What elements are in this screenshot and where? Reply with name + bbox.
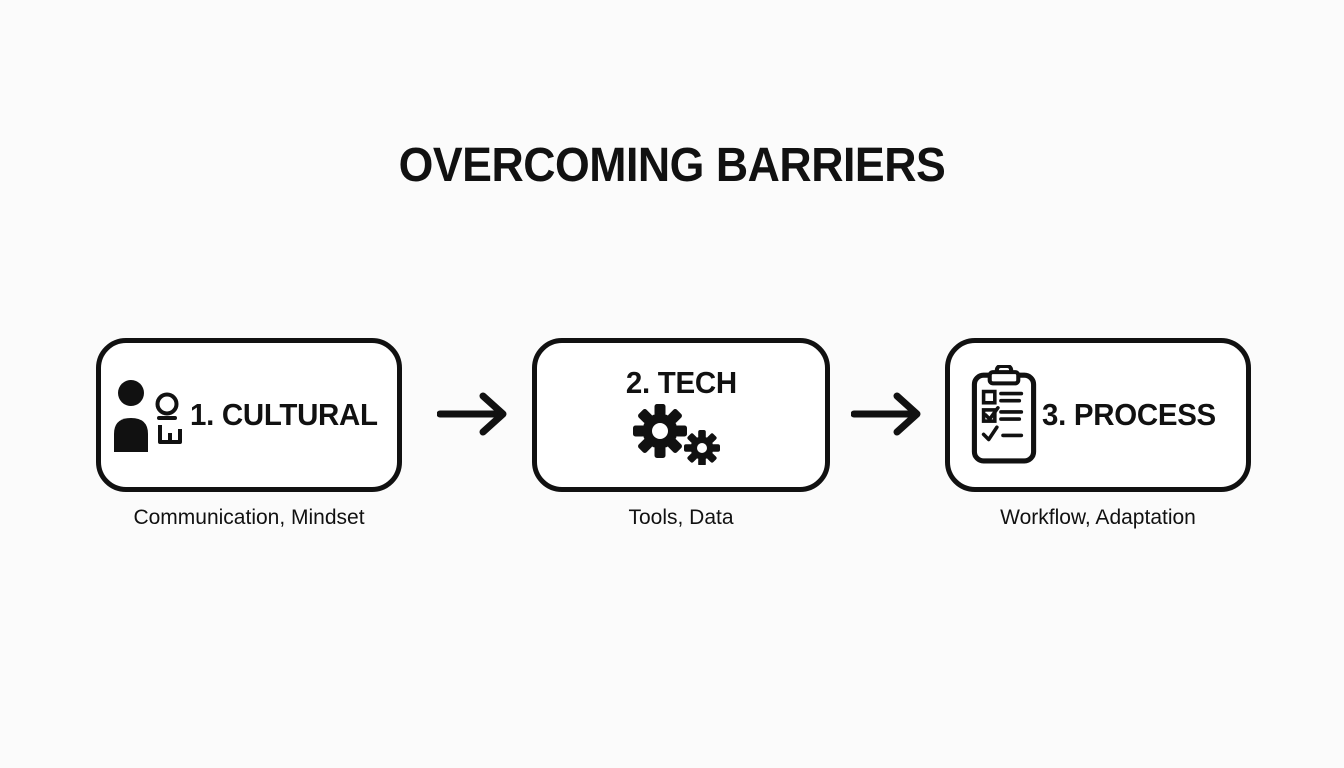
step-box-cultural: 1. CULTURAL — [96, 338, 402, 492]
people-group-icon — [110, 378, 188, 452]
step-label-process: 3. PROCESS — [1042, 397, 1217, 432]
step-box-tech: 2. TECH — [532, 338, 830, 492]
arrow-right-icon — [850, 391, 925, 437]
step-label-cultural: 1. CULTURAL — [190, 397, 378, 432]
step-caption-process: Workflow, Adaptation — [1000, 506, 1196, 529]
checklist-clipboard-icon — [970, 365, 1038, 465]
gears-icon — [633, 403, 729, 465]
step-caption-tech: Tools, Data — [628, 506, 734, 529]
arrow-right-icon — [436, 391, 511, 437]
page-title: OVERCOMING BARRIERS — [0, 138, 1344, 193]
step-box-process: 3. PROCESS — [945, 338, 1251, 492]
step-label-tech: 2. TECH — [625, 365, 737, 400]
page-title-text: OVERCOMING BARRIERS — [398, 139, 946, 192]
step-caption-cultural: Communication, Mindset — [133, 506, 365, 529]
